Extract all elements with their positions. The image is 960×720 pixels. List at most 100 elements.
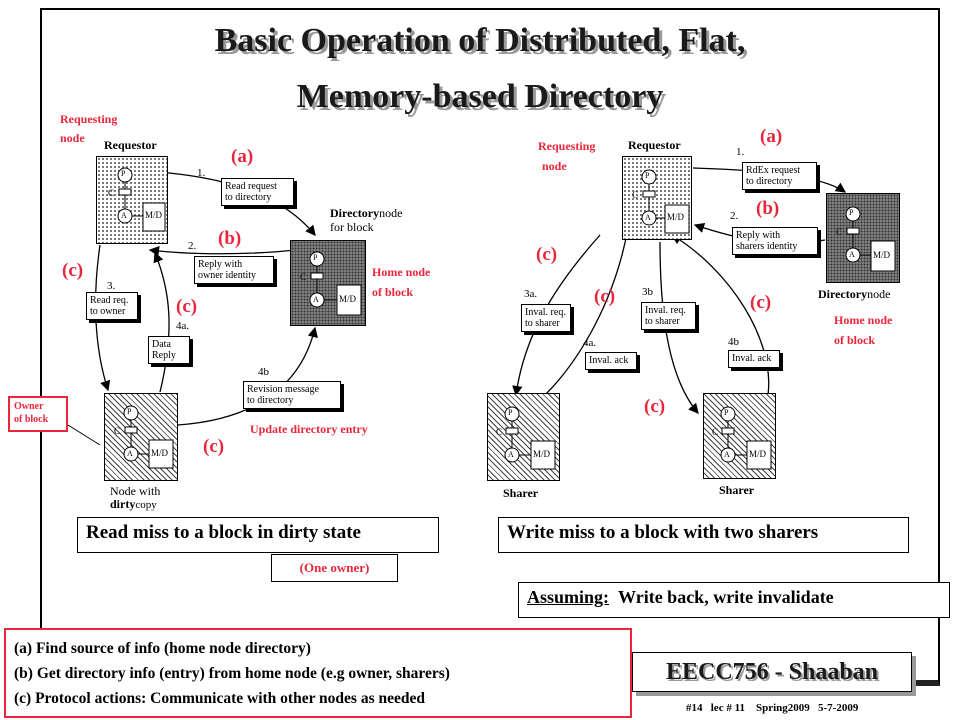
node-p-label: P (127, 407, 132, 416)
legend-c: (c) Protocol actions: Communicate with o… (14, 690, 425, 707)
owner-pointer-line (67, 424, 101, 446)
right-step4a: 4a. (583, 337, 597, 349)
node-p-label: P (313, 253, 318, 262)
node-a-label: A (849, 250, 855, 259)
right-sharer2-label: Sharer (719, 483, 755, 497)
node-md-label: M/D (533, 449, 551, 459)
left-node-with-dirty: Node with dirtycopy (110, 484, 161, 512)
left-step2: 2. (188, 240, 197, 252)
arrow-data-reply (153, 251, 170, 393)
node-p-label: P (508, 408, 513, 417)
node-md-label: M/D (145, 210, 163, 220)
right-step4b: 4b (728, 336, 739, 348)
node-md-label: M/D (339, 294, 357, 304)
arrow-revision (177, 326, 318, 426)
left-requestor-label: Requestor (104, 138, 157, 152)
arrow-ack-b (670, 234, 770, 396)
node-c-label: C (632, 190, 639, 200)
right-label-c3: (c) (750, 292, 772, 313)
title-line1: Basic Operation of Distributed, Flat, (214, 22, 746, 59)
right-sharer1-node: P C A M/D (487, 393, 560, 481)
right-rdex-box: RdEx request to directory (742, 162, 817, 190)
left-step1: 1. (197, 167, 206, 179)
left-step4b: 4b (258, 366, 269, 378)
right-label-b: (b) (756, 198, 780, 219)
footer-info: #14 lec # 11 Spring2009 5-7-2009 (686, 702, 859, 714)
left-update-entry: Update directory entry (250, 422, 368, 436)
node-p-label: P (849, 208, 854, 217)
node-md-label: M/D (873, 250, 891, 260)
node-p-label: P (121, 169, 126, 178)
node-a-label: A (313, 295, 319, 304)
arrow-ack-a (544, 226, 632, 396)
node-a-label: A (508, 450, 514, 459)
right-step2: 2. (730, 210, 739, 222)
assuming-box: Assuming: Write back, write invalidate (518, 582, 950, 618)
arrow-reply-owner (148, 245, 296, 257)
node-p-label: P (724, 408, 729, 417)
left-step4a: 4a. (176, 320, 190, 332)
right-label-a: (a) (760, 126, 783, 147)
left-owner-node: P C A M/D (104, 393, 178, 481)
right-caption: Write miss to a block with two sharers (498, 517, 909, 553)
node-a-label: A (645, 213, 651, 222)
right-sharer2-node: P C A M/D (703, 393, 776, 479)
left-step3: 3. (107, 280, 116, 292)
left-read-request-box: Read request to directory (221, 178, 294, 206)
legend-b: (b) Get directory info (entry) from home… (14, 665, 450, 682)
node-md-label: M/D (667, 212, 685, 222)
left-label-c3: (c) (203, 436, 225, 457)
right-requestor-node: P C A M/D (622, 156, 692, 240)
right-step3a: 3a. (524, 288, 538, 300)
right-sharer1-label: Sharer (503, 486, 539, 500)
right-inval-ack-b-box: Inval. ack (728, 350, 780, 368)
left-label-a: (a) (231, 146, 254, 167)
left-reply-owner-box: Reply with owner identity (194, 256, 274, 284)
left-one-owner: (One owner) (271, 554, 398, 582)
left-read-req-owner-box: Read req. to owner (86, 292, 138, 320)
right-label-c4: (c) (644, 396, 666, 417)
left-owner-callout: Owner of block (8, 396, 68, 432)
left-label-c2: (c) (176, 296, 198, 317)
course-label: EECC756 - Shaaban (632, 652, 912, 692)
node-c-label: C (300, 272, 307, 282)
right-inval-ack-a-box: Inval. ack (585, 352, 637, 370)
arrow-inval-b (659, 241, 699, 414)
right-inval-req-a-box: Inval. req. to sharer (521, 304, 571, 332)
node-c-label: C (836, 227, 843, 237)
right-label-c2: (c) (594, 286, 616, 307)
node-md-label: M/D (749, 449, 767, 459)
node-c-label: C (108, 188, 115, 198)
arrow-read-req-owner (94, 244, 111, 392)
legend-a: (a) Find source of info (home node direc… (14, 640, 311, 657)
node-c-label: C (114, 426, 121, 436)
left-data-reply-box: Data Reply (148, 336, 190, 364)
left-requestor-node: P C A M/D (96, 156, 168, 244)
right-reply-sharers-box: Reply with sharers identity (732, 227, 818, 255)
node-a-label: A (724, 450, 730, 459)
left-label-c1: (c) (62, 260, 84, 281)
node-p-label: P (645, 171, 650, 180)
right-home-node: P C A M/D (826, 193, 900, 283)
right-requestor-label: Requestor (628, 138, 681, 152)
left-directory-label: Directorynode for block (330, 206, 403, 234)
right-label-c1: (c) (536, 244, 558, 265)
left-caption: Read miss to a block in dirty state (77, 517, 439, 553)
left-home-node: P C A M/D (290, 240, 366, 326)
node-c-label: C (496, 427, 503, 437)
right-step1: 1. (736, 146, 745, 158)
legend-box: (a) Find source of info (home node direc… (4, 628, 632, 718)
right-inval-req-b-box: Inval. req. to sharer (641, 302, 696, 330)
node-a-label: A (121, 211, 127, 220)
right-directory-label: Directorynode (818, 287, 891, 301)
left-label-b: (b) (218, 228, 242, 249)
title-line2: Memory-based Directory (296, 78, 664, 115)
left-revision-box: Revision message to directory (243, 381, 341, 409)
node-a-label: A (127, 449, 133, 458)
node-md-label: M/D (151, 448, 169, 458)
right-step3b: 3b (642, 286, 653, 298)
